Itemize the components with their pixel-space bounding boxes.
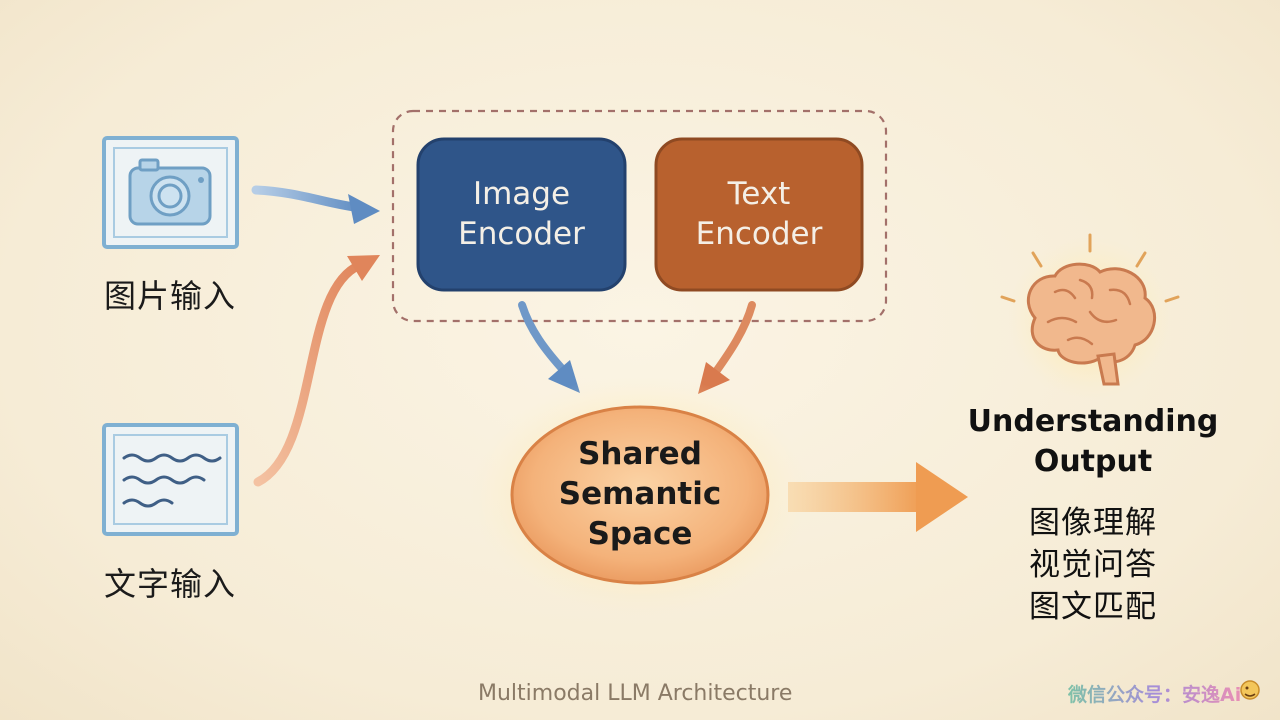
output-item-image-understanding: 图像理解 — [1029, 505, 1157, 541]
shared-space-label: Shared Semantic Space — [558, 436, 722, 552]
watermark: 微信公众号：安逸Ai — [1068, 680, 1241, 707]
camera-icon — [128, 158, 212, 226]
output-item-image-text-matching: 图文匹配 — [1029, 589, 1157, 625]
image-encoder-arrow — [518, 301, 580, 393]
encoder-group-border — [391, 109, 888, 323]
diagram-footer-title: Multimodal LLM Architecture — [478, 681, 793, 706]
text-input-label: 文字输入 — [104, 565, 237, 603]
image-encoder-box — [416, 137, 627, 292]
output-title: Understanding Output — [967, 404, 1219, 479]
text-input-frame — [102, 423, 239, 536]
brain-icon — [1000, 233, 1180, 400]
text-input-arrow — [253, 255, 380, 487]
image-input-label: 图片输入 — [104, 277, 237, 315]
image-encoder-label: Image Encoder — [458, 176, 585, 252]
document-lines-icon — [122, 453, 222, 508]
output-arrow — [788, 462, 968, 532]
image-input-arrow — [251, 185, 380, 224]
output-item-visual-qa: 视觉问答 — [1029, 547, 1157, 583]
image-input-frame — [102, 136, 239, 249]
shared-space-ellipse — [510, 405, 770, 585]
text-encoder-arrow — [698, 301, 756, 394]
text-encoder-box — [654, 137, 864, 292]
text-encoder-label: Text Encoder — [695, 176, 823, 252]
watermark-emoji-icon — [1240, 680, 1260, 700]
